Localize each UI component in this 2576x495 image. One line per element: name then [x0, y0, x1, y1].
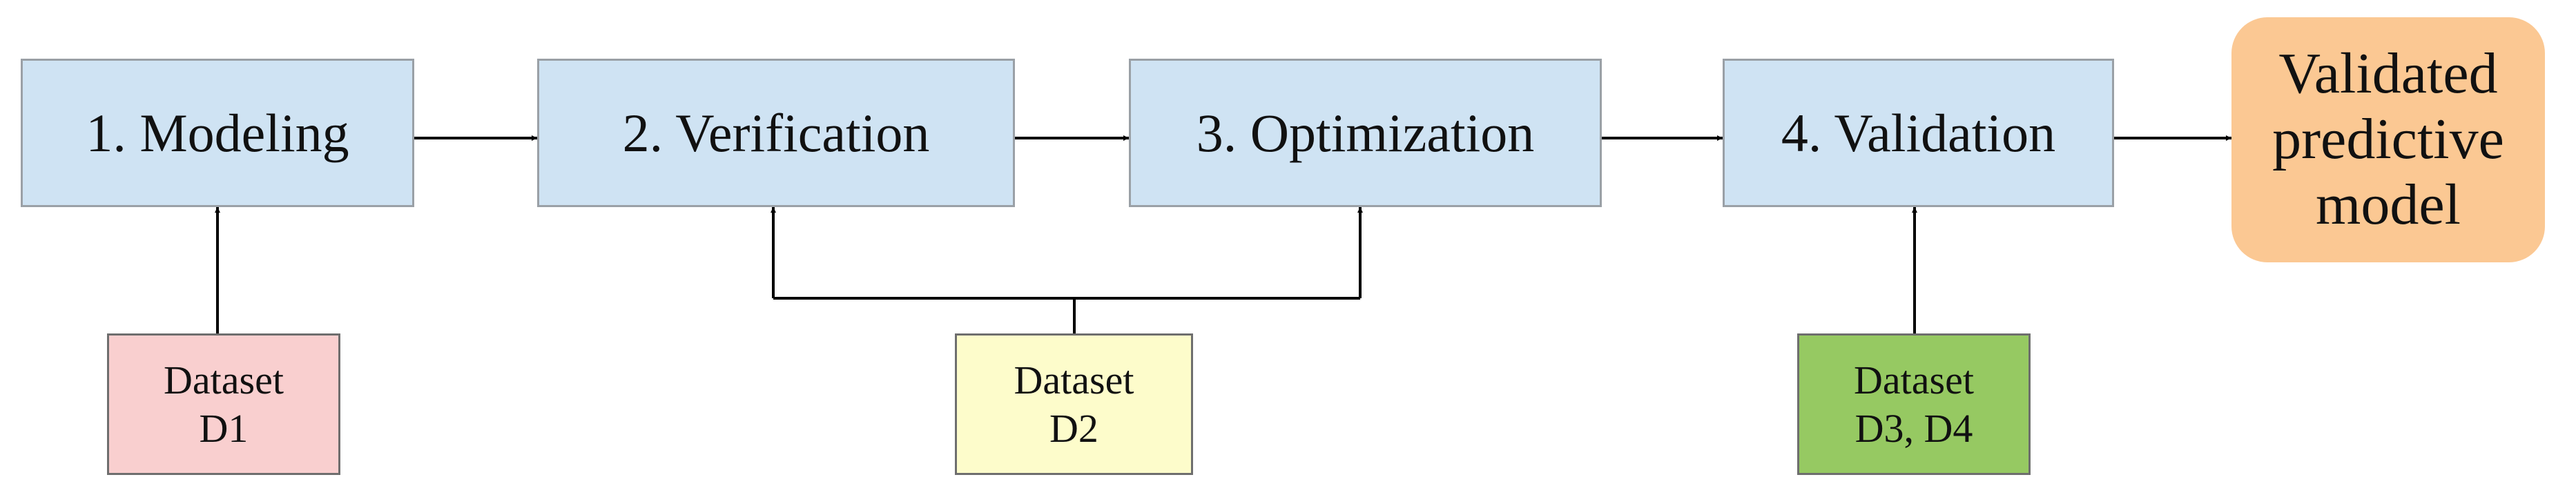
step-modeling-label: 1. Modeling: [86, 102, 349, 163]
result-validated-model: Validated predictive model: [2231, 17, 2545, 262]
dataset-d2-line-1: Dataset: [1014, 357, 1134, 402]
dataset-d1: Dataset D1: [107, 333, 340, 475]
step-verification: 2. Verification: [537, 59, 1015, 207]
step-validation: 4. Validation: [1723, 59, 2114, 207]
connector-d2-fork: [773, 297, 1360, 333]
result-line-3: model: [2316, 172, 2461, 237]
dataset-d3-d4: Dataset D3, D4: [1797, 333, 2031, 475]
dataset-d1-line-2: D1: [199, 405, 249, 451]
result-line-2: predictive: [2272, 107, 2504, 172]
dataset-d2: Dataset D2: [955, 333, 1193, 475]
step-optimization: 3. Optimization: [1129, 59, 1602, 207]
step-verification-label: 2. Verification: [622, 102, 930, 163]
dataset-d3-d4-line-1: Dataset: [1854, 357, 1974, 402]
step-validation-label: 4. Validation: [1781, 102, 2056, 163]
step-optimization-label: 3. Optimization: [1196, 102, 1535, 163]
dataset-d1-line-1: Dataset: [164, 357, 284, 402]
dataset-d2-line-2: D2: [1049, 405, 1098, 451]
result-line-1: Validated: [2278, 41, 2498, 106]
dataset-d3-d4-line-2: D3, D4: [1854, 405, 1973, 451]
step-modeling: 1. Modeling: [21, 59, 414, 207]
